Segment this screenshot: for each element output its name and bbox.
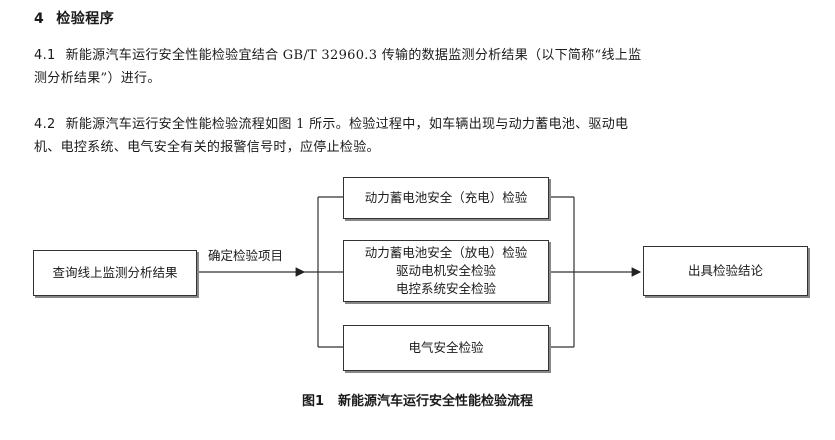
box-label: 电控系统安全检验 [395, 281, 496, 296]
edge-label-determine-items: 确定检验项目 [208, 248, 284, 263]
paragraph-line: 测分析结果”）进行。 [34, 71, 161, 86]
paragraph-line: 新能源汽车运行安全性能检验流程如图 1 所示。检验过程中，如车辆出现与动力蓄电池… [65, 117, 629, 132]
paragraph-number: 4.1 [34, 48, 56, 63]
paragraph-line: 机、电控系统、电气安全有关的报警信号时，应停止检验。 [34, 140, 380, 155]
paragraph-4-2: 4.2 新能源汽车运行安全性能检验流程如图 1 所示。检验过程中，如车辆出现与动力… [34, 113, 804, 159]
paragraph-number: 4.2 [34, 117, 56, 132]
box-label: 动力蓄电池安全（放电）检验 [364, 245, 528, 260]
figure-caption: 图1 新能源汽车运行安全性能检验流程 [0, 390, 835, 409]
figure-label: 图1 [301, 394, 325, 409]
paragraph-line: 新能源汽车运行安全性能检验宜结合 GB/T 32960.3 传输的数据监测分析结… [65, 48, 642, 63]
section-heading: 4 检验程序 [34, 8, 114, 28]
flow-box-battery-charge-check: 动力蓄电池安全（充电）检验 [343, 177, 549, 219]
flow-box-query-results: 查询线上监测分析结果 [33, 250, 197, 296]
box-label: 动力蓄电池安全（充电）检验 [364, 190, 528, 205]
figure-title: 新能源汽车运行安全性能检验流程 [338, 394, 534, 409]
flow-box-issue-conclusion: 出具检验结论 [643, 246, 808, 296]
box-label: 电气安全检验 [408, 340, 484, 355]
section-number: 4 [34, 11, 45, 27]
section-title: 检验程序 [56, 11, 115, 27]
flow-box-combined-checks: 动力蓄电池安全（放电）检验 驱动电机安全检验 电控系统安全检验 [343, 240, 549, 302]
box-label: 出具检验结论 [687, 263, 763, 278]
box-label: 查询线上监测分析结果 [52, 265, 178, 280]
box-label: 驱动电机安全检验 [395, 263, 496, 278]
paragraph-4-1: 4.1 新能源汽车运行安全性能检验宜结合 GB/T 32960.3 传输的数据监测… [34, 44, 804, 90]
flow-box-electrical-safety-check: 电气安全检验 [343, 325, 549, 371]
